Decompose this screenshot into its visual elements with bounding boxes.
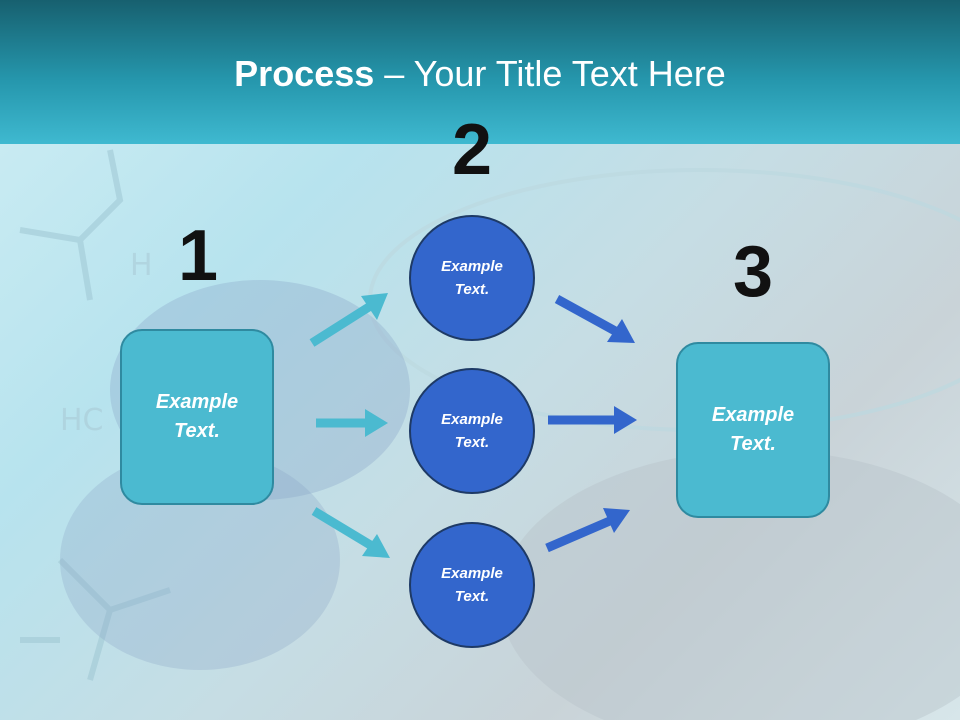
process-circle-bottom: Example Text. <box>409 522 535 648</box>
step-number-3: 3 <box>732 232 774 312</box>
circle-bottom-line2: Text. <box>454 588 490 605</box>
box-start-line2: Text. <box>174 420 220 442</box>
slide-title: Process – Your Title Text Here <box>0 52 960 96</box>
arrow-left-to-middle <box>316 409 388 437</box>
arrow-middle-to-right <box>548 406 637 434</box>
process-circle-middle: Example Text. <box>409 368 535 494</box>
arrow-bottom-to-right <box>545 508 630 553</box>
svg-text:HC: HC <box>60 403 104 438</box>
title-bar: Process – Your Title Text Here <box>0 0 960 144</box>
arrow-left-to-bottom <box>311 507 390 558</box>
step-number-2: 2 <box>451 110 493 190</box>
process-box-end: Example Text. <box>676 342 830 518</box>
box-start-line1: Example <box>155 391 239 413</box>
title-bold: Process <box>234 53 375 94</box>
arrow-left-to-top <box>309 293 388 347</box>
svg-text:H: H <box>130 248 153 283</box>
box-end-line1: Example <box>711 404 795 426</box>
title-rest: – Your Title Text Here <box>374 53 726 94</box>
process-circle-top: Example Text. <box>409 215 535 341</box>
circle-top-line1: Example <box>441 258 503 275</box>
circle-top-line2: Text. <box>454 281 490 298</box>
step-number-1: 1 <box>177 216 219 296</box>
arrow-top-to-right <box>554 295 635 343</box>
circle-middle-line1: Example <box>441 411 503 428</box>
box-end-line2: Text. <box>730 433 776 455</box>
circle-middle-line2: Text. <box>454 434 490 451</box>
process-box-start: Example Text. <box>120 329 274 505</box>
circle-bottom-line1: Example <box>441 565 503 582</box>
